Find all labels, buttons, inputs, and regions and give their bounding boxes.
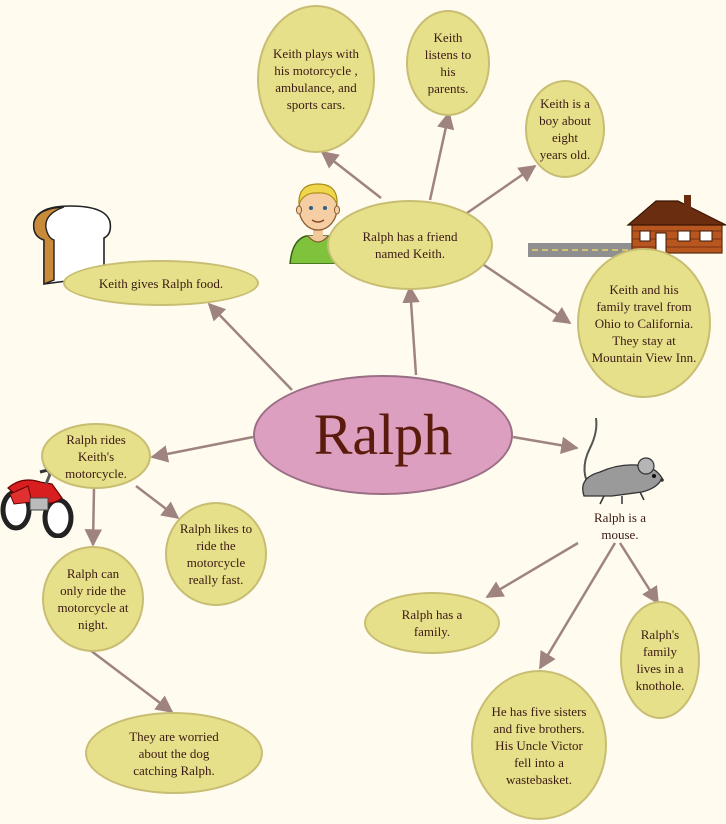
bread-icon [32,205,112,286]
arrow-friend-to-travel [483,263,572,325]
arrow-rides-to-likes [135,485,180,520]
arrow-center-to-rides [150,435,254,463]
node-mouse: Ralph is a mouse. [594,510,646,542]
node-keith-plays: Keith plays with his motorcycle , ambula… [257,5,375,153]
arrow-friend-to-listens [428,111,455,201]
motorcycle-icon [0,461,74,538]
node-rides: Ralph rides Keith's motorcycle. [41,423,151,489]
arrow-center-to-food [207,302,293,391]
arrow-night-to-worried [89,649,174,714]
node-worried: They are worried about the dog catching … [85,712,263,794]
mouse-icon [582,417,664,505]
node-family: Ralph has a family. [364,592,500,654]
node-keith-boy: Keith is a boy about eight years old. [525,80,605,178]
node-knothole: Ralph's family lives in a knothole. [620,601,700,719]
arrow-friend-to-plays [320,150,382,199]
house-icon [528,195,726,257]
node-keith-listens: Keith listens to his parents. [406,10,490,116]
node-keith-food: Keith gives Ralph food. [63,260,259,306]
arrow-mouse-to-siblings [538,542,617,670]
arrow-center-to-mouse [512,435,579,454]
arrow-mouse-to-knothole [618,542,660,605]
node-friend-keith: Ralph has a friend named Keith. [327,200,493,290]
center-node-ralph: Ralph [253,375,513,495]
arrow-mouse-to-family [485,541,579,599]
node-night: Ralph can only ride the motorcycle at ni… [42,546,144,652]
arrow-friend-to-boy [466,164,537,215]
arrow-rides-to-night [84,487,103,547]
arrow-center-to-friend [402,285,420,376]
node-likes-fast: Ralph likes to ride the motorcycle reall… [165,502,267,606]
node-siblings: He has five sisters and five brothers. H… [471,670,607,820]
node-keith-travel: Keith and his family travel from Ohio to… [577,248,711,398]
